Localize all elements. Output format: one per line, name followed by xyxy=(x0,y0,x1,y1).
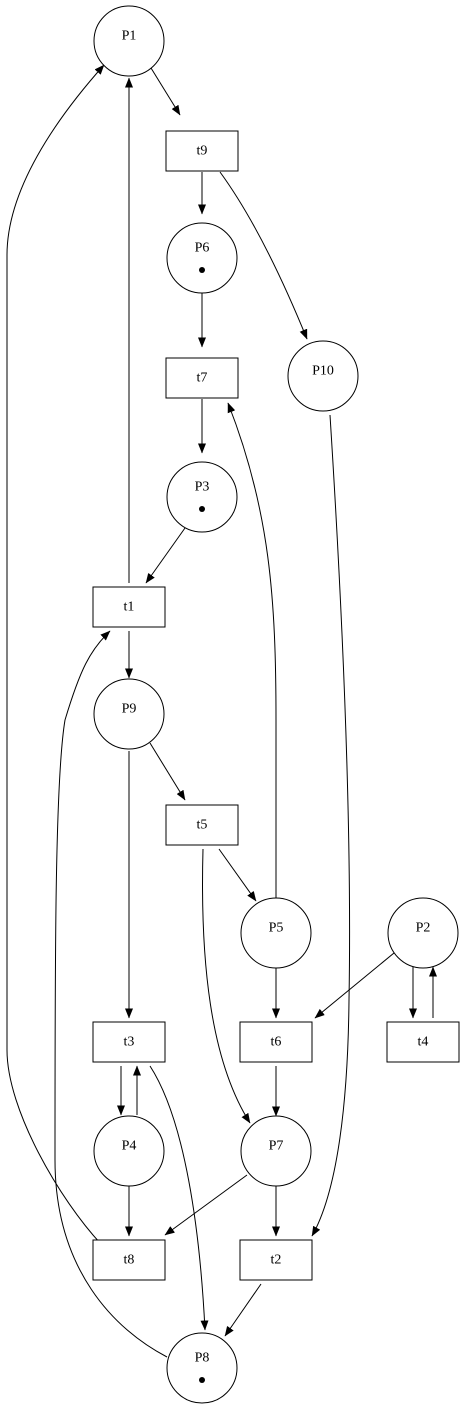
arc-t3-to-p8 xyxy=(149,1065,209,1331)
transition-box xyxy=(92,1239,166,1281)
transition-label: t8 xyxy=(124,1253,135,1268)
transition-label: t5 xyxy=(197,818,208,833)
transition-box xyxy=(165,130,239,172)
transition-t1: t1 xyxy=(92,586,166,628)
place-circle xyxy=(93,1115,165,1187)
transition-box xyxy=(165,357,239,399)
place-label: P10 xyxy=(312,364,334,379)
place-circle xyxy=(93,678,165,750)
transition-t6: t6 xyxy=(239,1021,313,1063)
transition-box xyxy=(386,1021,460,1063)
arc-p1-to-t9 xyxy=(150,67,181,116)
place-circle xyxy=(166,461,238,533)
arc-p7-to-t8 xyxy=(164,1174,248,1236)
transition-label: t9 xyxy=(197,144,208,159)
place-circle xyxy=(240,897,312,969)
place-p4: P4 xyxy=(93,1115,165,1187)
place-label: P4 xyxy=(122,1139,137,1154)
token-dot xyxy=(199,267,205,273)
place-label: P9 xyxy=(122,702,137,717)
transition-label: t6 xyxy=(271,1035,282,1050)
arc-t5-to-p5 xyxy=(218,848,257,902)
token-dot xyxy=(199,1377,205,1383)
arc-t9-to-p10 xyxy=(219,171,308,340)
place-circle xyxy=(240,1115,312,1187)
transition-t4: t4 xyxy=(386,1021,460,1063)
arc-p8-to-t1 xyxy=(54,630,168,1358)
place-p7: P7 xyxy=(240,1115,312,1187)
place-label: P2 xyxy=(416,921,431,936)
transition-t3: t3 xyxy=(92,1021,166,1063)
place-p6: P6 xyxy=(166,222,238,294)
place-circle xyxy=(387,897,459,969)
arc-p5-to-t7 xyxy=(227,402,277,898)
transition-t8: t8 xyxy=(92,1239,166,1281)
place-p9: P9 xyxy=(93,678,165,750)
transition-box xyxy=(165,804,239,846)
place-label: P1 xyxy=(122,29,137,44)
transition-t7: t7 xyxy=(165,357,239,399)
arc-t5-to-p7 xyxy=(202,848,251,1124)
transition-label: t3 xyxy=(124,1035,135,1050)
place-p2: P2 xyxy=(387,897,459,969)
place-p5: P5 xyxy=(240,897,312,969)
place-label: P6 xyxy=(195,241,210,256)
arc-p3-to-t1 xyxy=(145,527,186,584)
place-p10: P10 xyxy=(287,340,359,412)
arc-p10-to-t2 xyxy=(311,414,351,1237)
place-label: P8 xyxy=(195,1351,210,1366)
transition-label: t4 xyxy=(418,1035,429,1050)
arc-t8-to-p1 xyxy=(6,64,105,1245)
arcs-layer xyxy=(6,64,437,1358)
transition-t2: t2 xyxy=(239,1239,313,1281)
place-p1: P1 xyxy=(93,5,165,77)
place-circle xyxy=(287,340,359,412)
place-circle xyxy=(166,222,238,294)
transition-label: t1 xyxy=(124,600,135,615)
transition-t9: t9 xyxy=(165,130,239,172)
transition-label: t2 xyxy=(271,1253,282,1268)
arc-p2-to-t6 xyxy=(314,952,395,1019)
arc-t2-to-p8 xyxy=(224,1283,262,1337)
transition-label: t7 xyxy=(197,371,208,386)
place-label: P5 xyxy=(269,921,284,936)
place-p8: P8 xyxy=(166,1332,238,1404)
arc-p9-to-t5 xyxy=(149,742,186,801)
place-p3: P3 xyxy=(166,461,238,533)
place-circle xyxy=(93,5,165,77)
transition-box xyxy=(92,1021,166,1063)
transition-box xyxy=(92,586,166,628)
place-circle xyxy=(166,1332,238,1404)
transition-box xyxy=(239,1021,313,1063)
transition-t5: t5 xyxy=(165,804,239,846)
transition-box xyxy=(239,1239,313,1281)
place-label: P3 xyxy=(195,480,210,495)
token-dot xyxy=(199,506,205,512)
place-label: P7 xyxy=(269,1139,284,1154)
